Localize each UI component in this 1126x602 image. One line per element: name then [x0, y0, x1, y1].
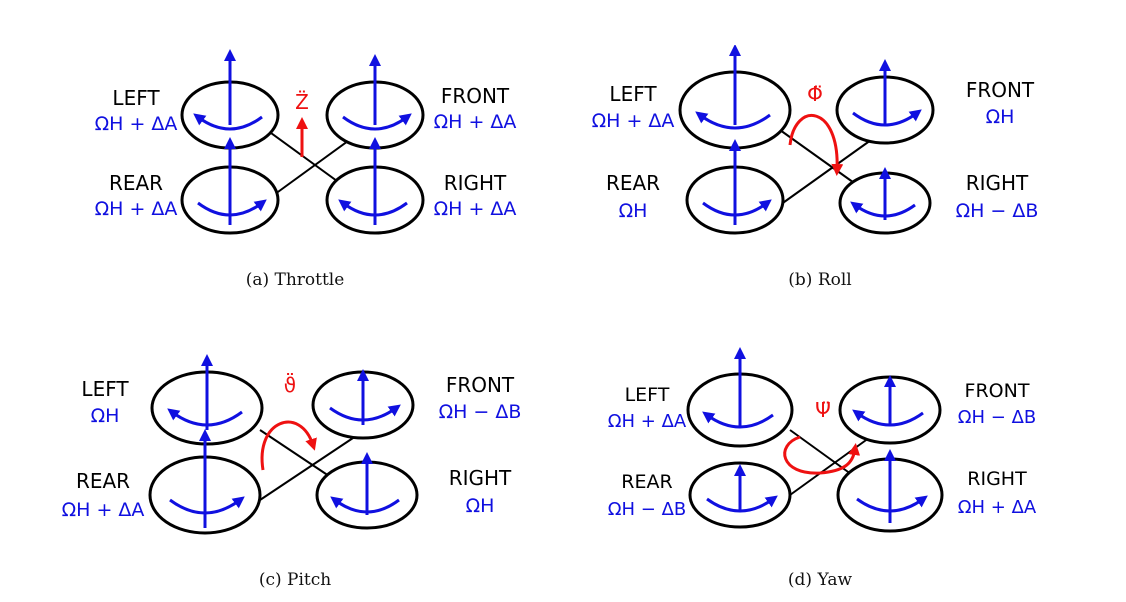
motor-name-rear: REAR	[606, 171, 660, 195]
motor-speed-right: ΩH + ΔA	[434, 198, 517, 220]
caption-pitch: (c) Pitch	[258, 570, 332, 590]
motor-name-left: LEFT	[112, 86, 160, 110]
yaw-acceleration-arrow	[783, 435, 861, 475]
motor-front	[835, 59, 935, 145]
motor-speed-left: ΩH + ΔA	[592, 110, 675, 132]
roll-acceleration-arrow	[788, 114, 844, 176]
motor-name-rear: REAR	[621, 471, 672, 493]
motor-name-front: FRONT	[446, 373, 515, 397]
quadrotor-diagram-throttle: Z̈ LEFT ΩH + ΔA FRONT ΩH + ΔA REAR ΩH + …	[95, 49, 517, 235]
caption-roll: (b) Roll	[788, 270, 852, 290]
motor-speed-rear: ΩH − ΔB	[608, 499, 686, 520]
motor-right	[325, 137, 425, 235]
motor-name-front: FRONT	[441, 84, 510, 108]
motor-name-front: FRONT	[965, 380, 1030, 402]
motor-name-left: LEFT	[609, 82, 657, 106]
accel-symbol: Z̈	[295, 90, 309, 114]
motor-name-left: LEFT	[625, 384, 670, 406]
quadrotor-diagram-yaw: Ψ̈ LEFT ΩH + ΔA FRONT ΩH − ΔB REAR ΩH − …	[608, 347, 1037, 533]
panel-yaw: Ψ̈ LEFT ΩH + ΔA FRONT ΩH − ΔB REAR ΩH − …	[585, 345, 1055, 539]
motor-rear	[688, 461, 792, 529]
motor-speed-left: ΩH + ΔA	[608, 411, 687, 432]
motor-name-right: RIGHT	[967, 468, 1027, 490]
motor-left	[686, 347, 794, 448]
accel-symbol: ϑ̈	[284, 373, 296, 397]
frame-arm	[789, 429, 881, 496]
motor-speed-front: ΩH − ΔB	[439, 401, 522, 423]
motor-right	[836, 449, 944, 533]
accel-symbol: Ψ̈	[815, 398, 831, 422]
motor-right	[838, 167, 932, 235]
motor-name-left: LEFT	[81, 377, 129, 401]
motor-rear	[685, 139, 785, 235]
motor-right	[315, 452, 419, 530]
panel-roll: Φ̈ LEFT ΩH + ΔA FRONT ΩH REAR ΩH RIGHT Ω…	[585, 44, 1055, 249]
panel-pitch: ϑ̈ LEFT ΩH FRONT ΩH − ΔB REAR ΩH + ΔA RI…	[55, 350, 535, 544]
motor-name-front: FRONT	[966, 78, 1035, 102]
motor-name-rear: REAR	[76, 469, 130, 493]
quadrotor-diagram-pitch: ϑ̈ LEFT ΩH FRONT ΩH − ΔB REAR ΩH + ΔA RI…	[62, 354, 522, 535]
motor-speed-right: ΩH − ΔB	[956, 200, 1039, 222]
motor-front	[311, 369, 415, 440]
motor-left	[150, 354, 264, 446]
motor-name-right: RIGHT	[444, 171, 507, 195]
motor-front	[838, 375, 942, 445]
motor-rear	[148, 429, 262, 535]
caption-throttle: (a) Throttle	[245, 270, 345, 290]
motor-speed-rear: ΩH	[619, 200, 648, 222]
motor-speed-right: ΩH + ΔA	[958, 497, 1037, 518]
motor-name-right: RIGHT	[449, 466, 512, 490]
motor-speed-front: ΩH + ΔA	[434, 111, 517, 133]
caption-yaw: (d) Yaw	[787, 570, 853, 590]
panel-throttle: Z̈ LEFT ΩH + ΔA FRONT ΩH + ΔA REAR ΩH + …	[70, 45, 540, 249]
motor-front	[325, 54, 425, 150]
accel-symbol: Φ̈	[807, 82, 823, 106]
motor-name-right: RIGHT	[966, 171, 1029, 195]
motor-name-rear: REAR	[109, 171, 163, 195]
motor-speed-right: ΩH	[466, 495, 495, 517]
motor-speed-rear: ΩH + ΔA	[62, 499, 145, 521]
motor-left	[678, 44, 792, 150]
motor-speed-left: ΩH + ΔA	[95, 113, 178, 135]
quadrotor-diagram-roll: Φ̈ LEFT ΩH + ΔA FRONT ΩH REAR ΩH RIGHT Ω…	[592, 44, 1039, 235]
motor-left	[180, 49, 280, 150]
motor-speed-left: ΩH	[91, 405, 120, 427]
pitch-acceleration-arrow	[260, 420, 317, 471]
motor-speed-front: ΩH − ΔB	[958, 407, 1036, 428]
motor-speed-rear: ΩH + ΔA	[95, 198, 178, 220]
motor-speed-front: ΩH	[986, 106, 1015, 128]
frame-arm	[259, 429, 366, 501]
motor-rear	[180, 137, 280, 235]
